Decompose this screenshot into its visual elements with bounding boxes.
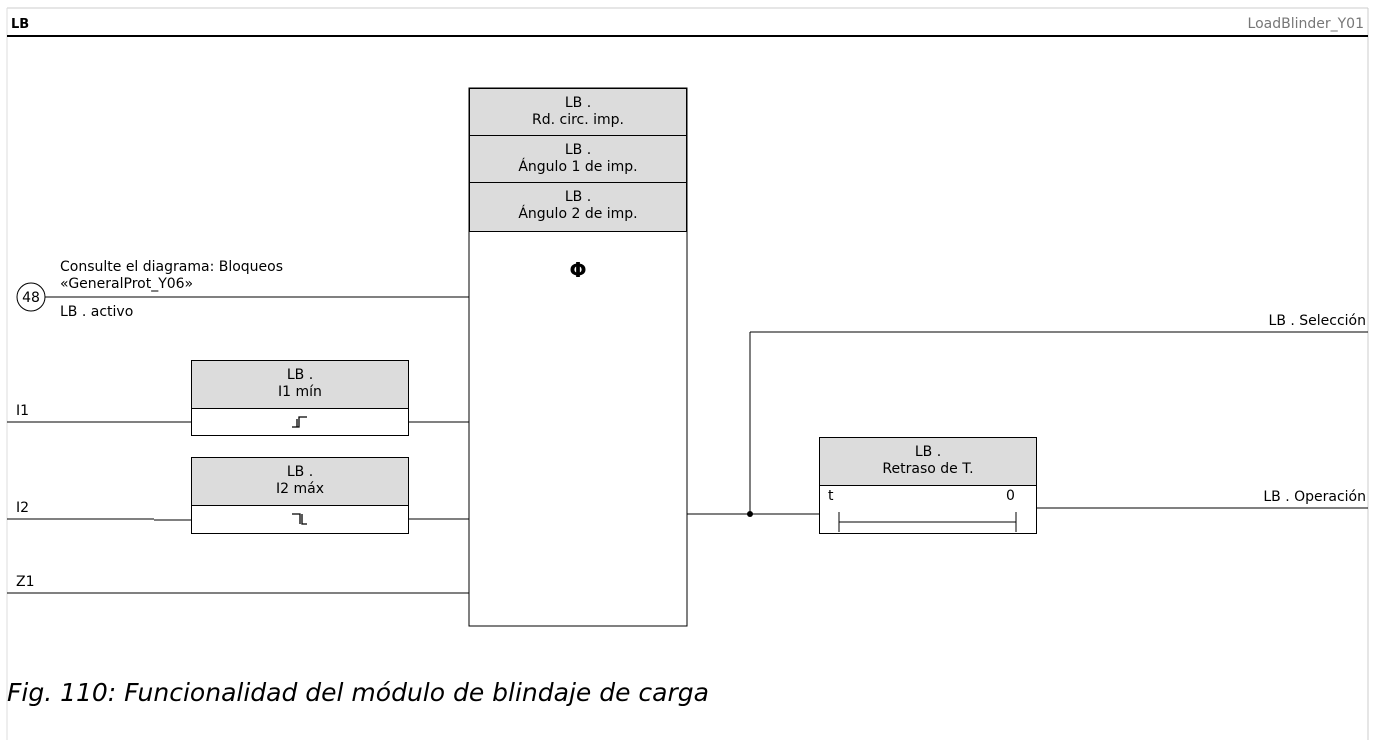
header-title: LB — [11, 17, 29, 32]
timer-label: Retraso de T. — [882, 461, 973, 477]
i1-path: I1 LB . I1 mín — [7, 360, 469, 436]
z1-path: Z1 — [7, 574, 469, 594]
input-z1-label: Z1 — [16, 574, 35, 590]
timer-prefix: LB . — [915, 444, 941, 460]
reference-marker-number: 48 — [22, 290, 40, 306]
i2-max-param-box — [191, 457, 409, 506]
reference-text-1: Consulte el diagrama: Bloqueos — [60, 259, 283, 275]
input-i2-label: I2 — [16, 500, 29, 516]
param-angle1-prefix: LB . — [565, 142, 591, 158]
param-angle2-prefix: LB . — [565, 189, 591, 205]
i2-max-label: I2 máx — [276, 481, 324, 497]
param-angle1-label: Ángulo 1 de imp. — [518, 158, 637, 175]
i1-min-prefix: LB . — [287, 367, 313, 383]
param-box-angle1 — [469, 135, 687, 183]
timer-param-box — [819, 437, 1037, 486]
selection-output-label: LB . Selección — [1269, 313, 1366, 329]
rising-threshold-icon — [292, 416, 307, 428]
i2-max-prefix: LB . — [287, 464, 313, 480]
i1-min-label: I1 mín — [278, 384, 322, 400]
activo-signal-label: LB . activo — [60, 304, 133, 320]
falling-threshold-icon — [292, 513, 307, 525]
param-angle2-label: Ángulo 2 de imp. — [518, 205, 637, 222]
param-radius-label: Rd. circ. imp. — [532, 112, 624, 128]
phi-symbol: Φ — [569, 258, 586, 282]
reference-text-2: «GeneralProt_Y06» — [60, 276, 193, 292]
operation-output-label: LB . Operación — [1263, 489, 1366, 505]
i2-path: I2 LB . I2 máx — [7, 457, 469, 534]
figure-caption: Fig. 110: Funcionalidad del módulo de bl… — [7, 678, 709, 707]
input-i1-label: I1 — [16, 403, 29, 419]
blocking-reference: 48 Consulte el diagrama: Bloqueos «Gener… — [16, 259, 469, 320]
param-radius-prefix: LB . — [565, 95, 591, 111]
center-logic-block: LB . Rd. circ. imp. LB . Ángulo 1 de imp… — [468, 87, 688, 627]
output-network: LB . Selección LB . Retraso de T. t 0 LB… — [687, 313, 1368, 534]
i1-threshold-box — [191, 408, 409, 436]
timer-box — [819, 485, 1037, 534]
timer-zero-label: 0 — [1006, 488, 1015, 504]
header-diagram-id: LoadBlinder_Y01 — [1248, 16, 1364, 32]
param-box-angle2 — [469, 182, 687, 232]
timer-t-label: t — [828, 488, 834, 504]
